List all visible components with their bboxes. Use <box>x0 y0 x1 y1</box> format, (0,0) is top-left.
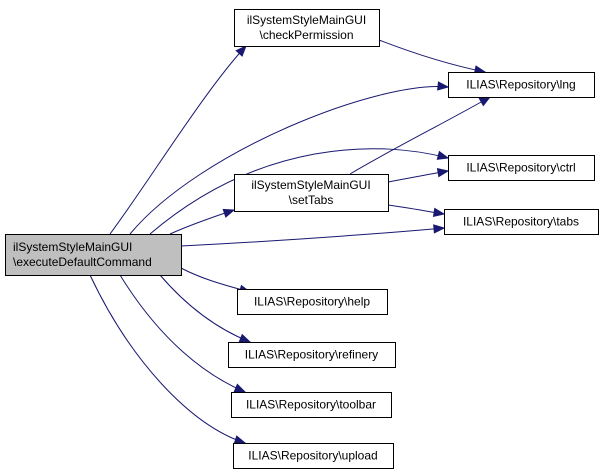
node-box <box>231 392 392 418</box>
node-box <box>444 209 599 235</box>
arrowhead-icon <box>478 96 492 107</box>
node-upload[interactable]: ILIAS\Repository\upload <box>233 443 394 469</box>
node-label: ILIAS\Repository\toolbar <box>246 398 376 412</box>
node-label: ILIAS\Repository\upload <box>248 449 377 463</box>
edges-layer <box>89 39 492 445</box>
node-refinery[interactable]: ILIAS\Repository\refinery <box>228 342 396 368</box>
arrowhead-icon <box>437 81 450 91</box>
node-checkPermission[interactable]: ilSystemStyleMainGUI\checkPermission <box>234 9 380 47</box>
node-box <box>448 155 595 181</box>
node-box <box>5 234 182 276</box>
node-label: \checkPermission <box>259 28 353 42</box>
arrowhead-icon <box>436 150 450 160</box>
node-setTabs[interactable]: ilSystemStyleMainGUI\setTabs <box>234 174 389 212</box>
arrowhead-icon <box>235 45 247 57</box>
edge-line <box>89 274 246 444</box>
node-label: ILIAS\Repository\ctrl <box>466 161 575 175</box>
arrowhead-icon <box>432 207 446 218</box>
node-label: ILIAS\Repository\lng <box>466 78 575 92</box>
node-ctrl[interactable]: ILIAS\Repository\ctrl <box>448 155 595 181</box>
edge-root-to-refinery <box>159 274 252 343</box>
node-tabs[interactable]: ILIAS\Repository\tabs <box>444 209 599 235</box>
node-label: ilSystemStyleMainGUI <box>13 240 132 254</box>
edge-line <box>129 86 449 235</box>
edge-root-to-tabs <box>180 224 446 247</box>
edge-root-to-setTabs <box>169 208 236 235</box>
node-label: ilSystemStyleMainGUI <box>251 178 370 192</box>
edge-root-to-ctrl <box>149 148 450 235</box>
edge-line <box>119 274 246 393</box>
node-help[interactable]: ILIAS\Repository\help <box>237 289 388 315</box>
node-label: \executeDefaultCommand <box>13 255 152 269</box>
edge-line <box>109 45 247 235</box>
node-label: ILIAS\Repository\refinery <box>245 348 378 362</box>
edge-line <box>180 267 251 293</box>
edge-setTabs-to-ctrl <box>387 168 450 183</box>
node-toolbar[interactable]: ILIAS\Repository\toolbar <box>231 392 392 418</box>
node-box <box>233 443 394 469</box>
arrowhead-icon <box>433 224 446 234</box>
arrowhead-icon <box>238 333 252 343</box>
node-box <box>237 289 388 315</box>
edge-root-to-toolbar <box>119 274 247 393</box>
node-root: ilSystemStyleMainGUI\executeDefaultComma… <box>5 234 182 276</box>
node-box <box>448 72 595 98</box>
edge-checkPermission-to-lng <box>378 39 487 75</box>
edge-line <box>378 39 486 73</box>
arrowhead-icon <box>436 168 450 178</box>
edge-setTabs-to-tabs <box>387 204 446 218</box>
edge-line <box>149 148 449 235</box>
node-box <box>234 9 380 47</box>
node-lng[interactable]: ILIAS\Repository\lng <box>448 72 595 98</box>
node-label: \setTabs <box>289 193 334 207</box>
node-label: ILIAS\Repository\tabs <box>463 215 579 229</box>
arrowhead-icon <box>233 383 247 393</box>
edge-root-to-checkPermission <box>109 45 247 235</box>
node-box <box>234 174 389 212</box>
edge-line <box>180 227 445 247</box>
node-label: ilSystemStyleMainGUI <box>247 13 366 27</box>
nodes-layer: ilSystemStyleMainGUI\executeDefaultComma… <box>5 9 599 469</box>
edge-line <box>349 96 491 175</box>
edge-root-to-lng <box>129 81 450 235</box>
arrowhead-icon <box>222 208 236 218</box>
arrowhead-icon <box>233 435 247 445</box>
node-label: ILIAS\Repository\help <box>254 295 370 309</box>
edge-line <box>159 274 251 343</box>
edge-root-to-upload <box>89 274 247 445</box>
node-box <box>228 342 396 368</box>
